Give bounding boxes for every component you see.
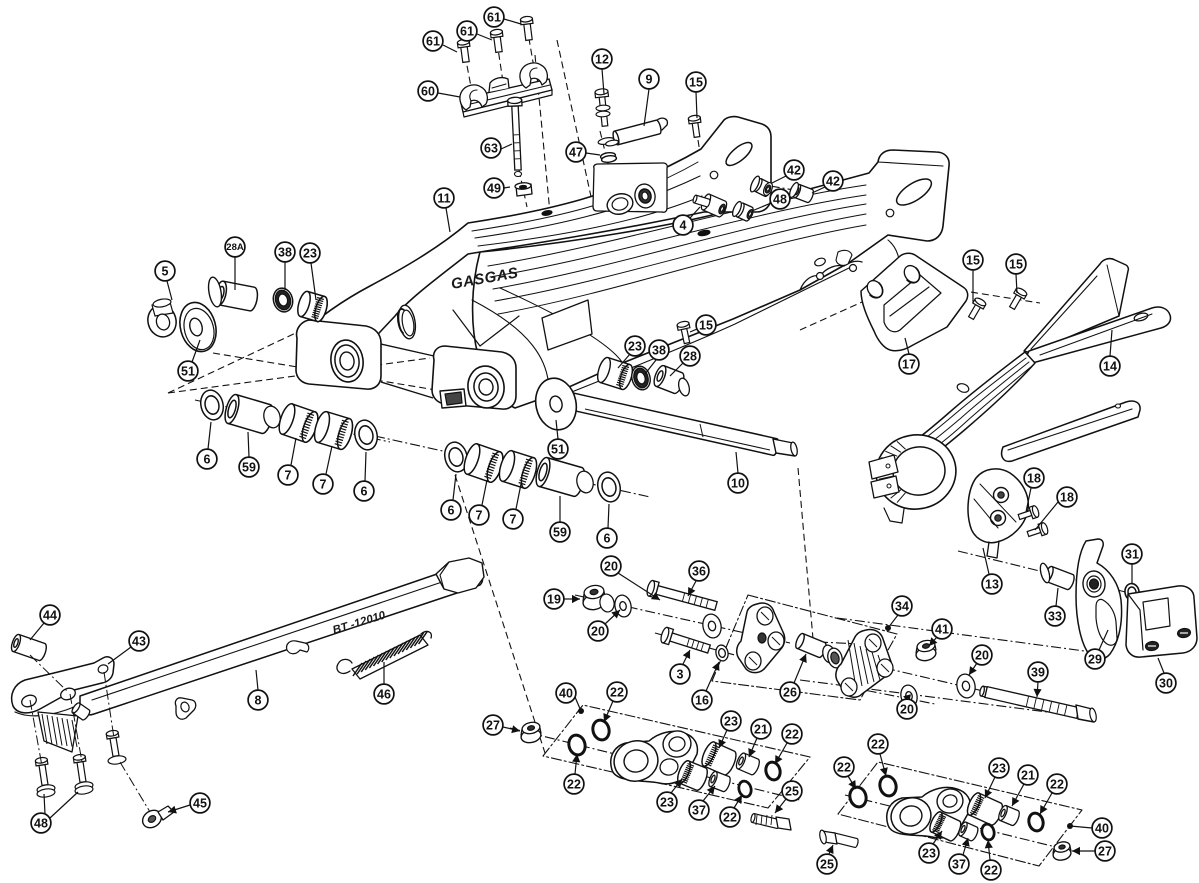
- svg-text:22: 22: [723, 811, 737, 825]
- svg-text:37: 37: [952, 858, 966, 872]
- svg-text:22: 22: [871, 738, 885, 752]
- svg-text:10: 10: [731, 477, 745, 491]
- svg-text:23: 23: [724, 715, 738, 729]
- svg-text:25: 25: [785, 785, 799, 799]
- svg-text:22: 22: [567, 778, 581, 792]
- svg-text:63: 63: [484, 142, 498, 156]
- svg-text:18: 18: [1027, 472, 1041, 486]
- svg-text:37: 37: [692, 804, 706, 818]
- svg-text:6: 6: [604, 532, 611, 546]
- svg-text:21: 21: [1021, 769, 1035, 783]
- svg-text:23: 23: [922, 847, 936, 861]
- svg-text:25: 25: [820, 858, 834, 872]
- svg-text:20: 20: [591, 625, 605, 639]
- svg-text:13: 13: [985, 578, 999, 592]
- svg-text:7: 7: [285, 469, 292, 483]
- svg-text:23: 23: [660, 796, 674, 810]
- svg-text:39: 39: [1031, 666, 1045, 680]
- svg-text:22: 22: [837, 761, 851, 775]
- svg-text:23: 23: [628, 340, 642, 354]
- svg-text:22: 22: [785, 728, 799, 742]
- svg-text:47: 47: [569, 146, 583, 160]
- svg-text:6: 6: [204, 453, 211, 467]
- svg-text:42: 42: [787, 164, 801, 178]
- svg-text:61: 61: [460, 25, 474, 39]
- svg-text:61: 61: [487, 11, 501, 25]
- svg-text:41: 41: [935, 623, 949, 637]
- svg-text:15: 15: [689, 76, 703, 90]
- svg-text:38: 38: [652, 344, 666, 358]
- svg-text:7: 7: [476, 509, 483, 523]
- svg-text:27: 27: [486, 719, 500, 733]
- svg-text:19: 19: [547, 593, 561, 607]
- svg-text:31: 31: [1125, 548, 1139, 562]
- svg-text:27: 27: [1098, 845, 1112, 859]
- svg-text:4: 4: [680, 219, 687, 233]
- svg-text:11: 11: [437, 192, 450, 206]
- svg-text:22: 22: [984, 864, 998, 878]
- svg-text:38: 38: [278, 246, 292, 260]
- svg-text:22: 22: [610, 686, 624, 700]
- svg-text:40: 40: [1095, 822, 1109, 836]
- svg-text:59: 59: [553, 526, 567, 540]
- svg-text:45: 45: [193, 797, 207, 811]
- svg-text:16: 16: [695, 694, 709, 708]
- svg-text:20: 20: [975, 649, 989, 663]
- svg-text:15: 15: [699, 319, 713, 333]
- svg-text:3: 3: [677, 668, 684, 682]
- svg-text:28: 28: [683, 350, 697, 364]
- svg-text:42: 42: [826, 175, 840, 189]
- svg-text:20: 20: [604, 560, 618, 574]
- svg-text:9: 9: [646, 73, 653, 87]
- svg-text:36: 36: [692, 565, 706, 579]
- svg-text:51: 51: [181, 365, 195, 379]
- svg-text:6: 6: [361, 485, 368, 499]
- svg-text:43: 43: [132, 635, 146, 649]
- svg-text:49: 49: [487, 182, 501, 196]
- svg-text:34: 34: [895, 600, 909, 614]
- svg-text:23: 23: [992, 762, 1006, 776]
- svg-text:48: 48: [34, 817, 48, 831]
- svg-text:30: 30: [1159, 677, 1173, 691]
- svg-text:44: 44: [43, 609, 57, 623]
- svg-text:21: 21: [754, 723, 768, 737]
- svg-text:18: 18: [1060, 491, 1074, 505]
- svg-text:23: 23: [303, 247, 317, 261]
- svg-text:8: 8: [255, 694, 262, 708]
- svg-text:12: 12: [595, 53, 609, 67]
- svg-text:26: 26: [783, 686, 797, 700]
- svg-text:46: 46: [377, 688, 391, 702]
- svg-text:51: 51: [551, 443, 565, 457]
- svg-text:17: 17: [902, 358, 916, 372]
- svg-text:14: 14: [1103, 360, 1117, 374]
- svg-text:7: 7: [510, 513, 517, 527]
- svg-text:60: 60: [421, 85, 435, 99]
- svg-text:59: 59: [242, 461, 256, 475]
- svg-text:15: 15: [1009, 258, 1023, 272]
- svg-text:29: 29: [1088, 653, 1102, 667]
- svg-text:20: 20: [900, 703, 914, 717]
- svg-text:7: 7: [320, 478, 327, 492]
- svg-text:61: 61: [426, 35, 440, 49]
- svg-text:40: 40: [559, 687, 573, 701]
- svg-text:15: 15: [966, 254, 980, 268]
- svg-text:6: 6: [448, 504, 455, 518]
- svg-text:48: 48: [773, 193, 787, 207]
- svg-text:33: 33: [1048, 610, 1062, 624]
- svg-text:5: 5: [162, 265, 169, 279]
- svg-text:22: 22: [1050, 778, 1064, 792]
- svg-text:28A: 28A: [226, 242, 244, 253]
